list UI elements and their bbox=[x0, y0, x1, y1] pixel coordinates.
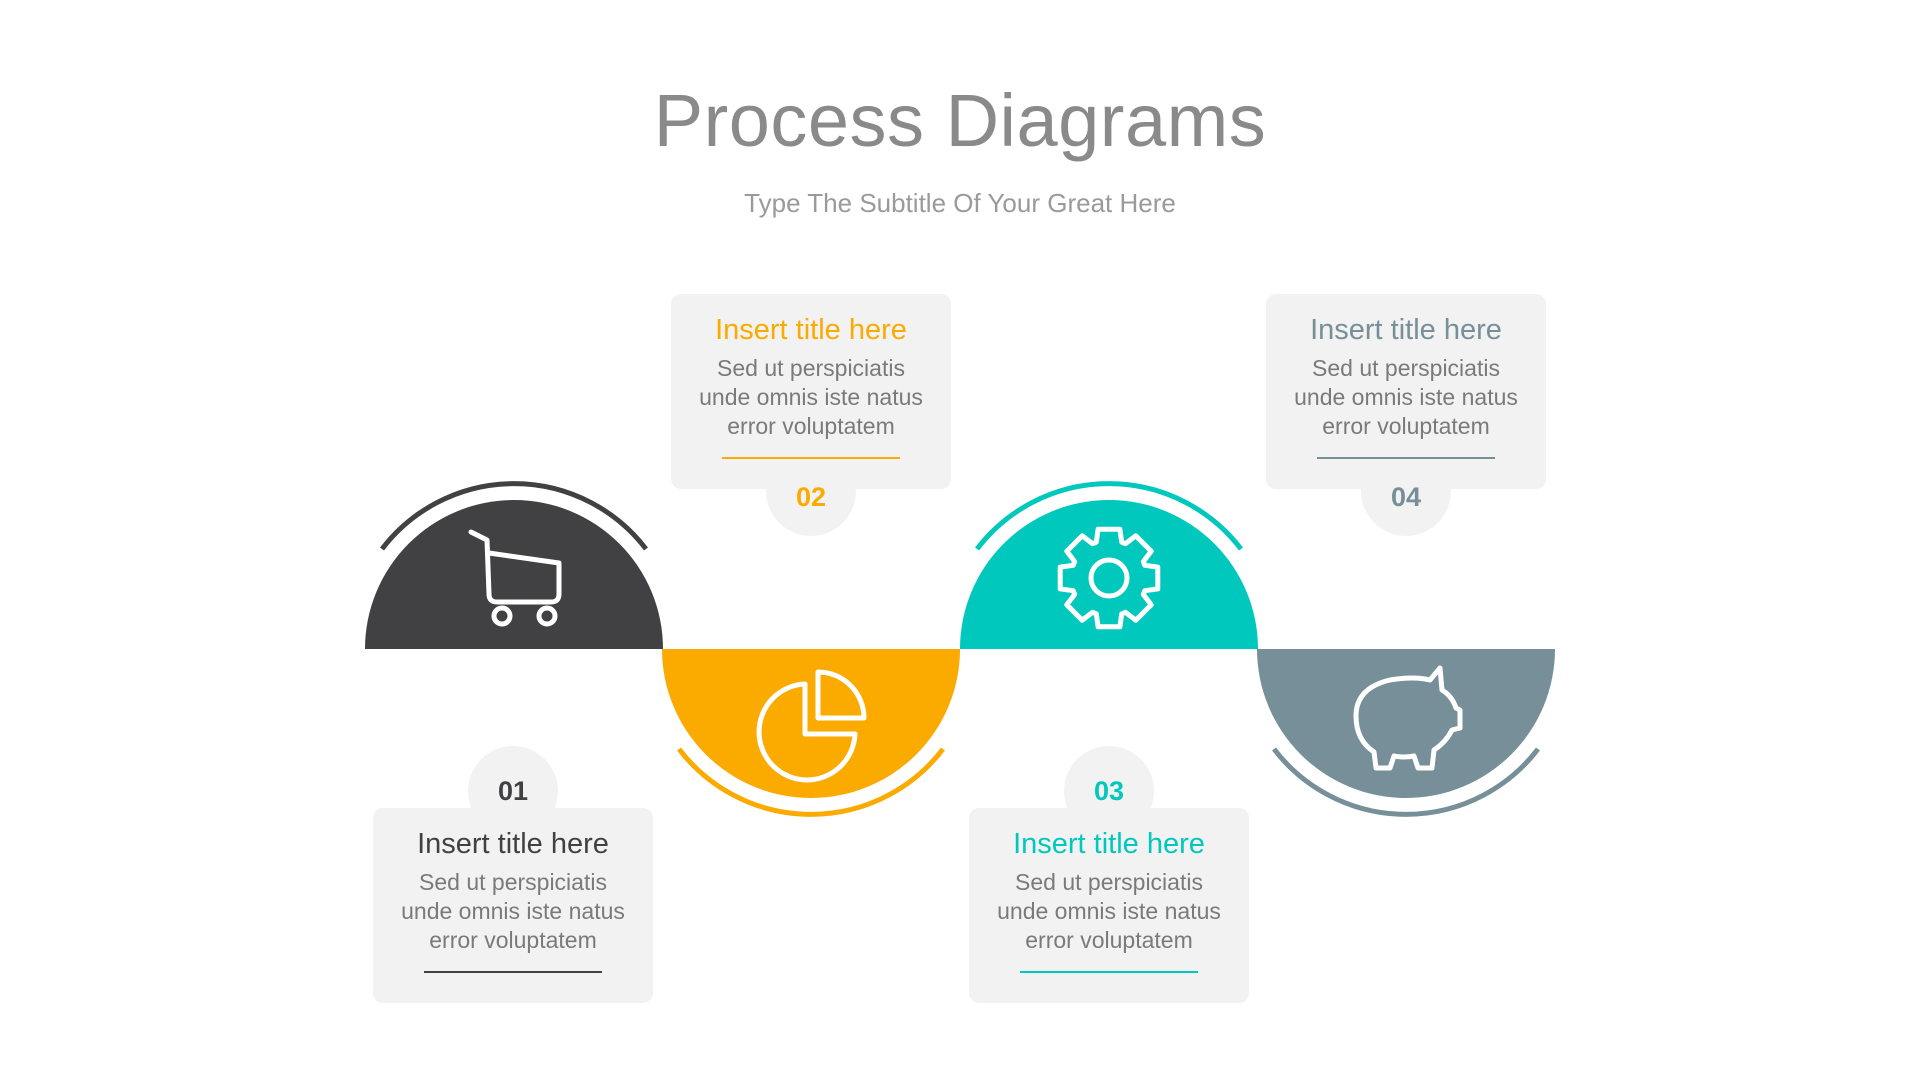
step-3-title: Insert title here bbox=[1013, 828, 1205, 860]
pie-chart-icon bbox=[756, 669, 867, 783]
body-line: unde omnis iste natus bbox=[1294, 384, 1518, 410]
page-subtitle: Type The Subtitle Of Your Great Here bbox=[744, 188, 1176, 218]
body-line: Sed ut perspiciatis bbox=[1312, 355, 1500, 381]
piggy-bank-icon bbox=[1353, 665, 1463, 771]
step-2-shape bbox=[662, 649, 960, 817]
body-line: error voluptatem bbox=[429, 927, 597, 953]
step-3-shape bbox=[960, 481, 1258, 649]
body-line: error voluptatem bbox=[1322, 413, 1490, 439]
step-2-body: Sed ut perspiciatis unde omnis iste natu… bbox=[671, 354, 951, 441]
body-line: unde omnis iste natus bbox=[401, 898, 625, 924]
step-2-title: Insert title here bbox=[715, 314, 907, 346]
step-4-card: Insert title here Sed ut perspiciatis un… bbox=[1266, 294, 1546, 489]
body-line: error voluptatem bbox=[1025, 927, 1193, 953]
step-1-card: Insert title here Sed ut perspiciatis un… bbox=[373, 808, 653, 1003]
gear-icon bbox=[1057, 526, 1161, 630]
step-2-number: 02 bbox=[795, 482, 827, 512]
step-1-number: 01 bbox=[497, 776, 529, 806]
step-1-underline bbox=[424, 971, 602, 973]
step-3-underline bbox=[1020, 971, 1198, 973]
step-1-title: Insert title here bbox=[417, 828, 609, 860]
shopping-cart-icon bbox=[468, 529, 562, 627]
step-4-underline bbox=[1317, 457, 1495, 459]
step-1-shape bbox=[365, 481, 663, 649]
page-title: Process Diagrams bbox=[653, 79, 1267, 162]
step-4-number: 04 bbox=[1390, 482, 1422, 512]
step-3-number: 03 bbox=[1093, 776, 1125, 806]
body-line: unde omnis iste natus bbox=[997, 898, 1221, 924]
step-2-underline bbox=[722, 457, 900, 459]
body-line: Sed ut perspiciatis bbox=[419, 869, 607, 895]
step-3-card: Insert title here Sed ut perspiciatis un… bbox=[969, 808, 1249, 1003]
step-4-body: Sed ut perspiciatis unde omnis iste natu… bbox=[1266, 354, 1546, 441]
step-3-body: Sed ut perspiciatis unde omnis iste natu… bbox=[969, 868, 1249, 955]
body-line: Sed ut perspiciatis bbox=[1015, 869, 1203, 895]
step-4-title: Insert title here bbox=[1310, 314, 1502, 346]
body-line: error voluptatem bbox=[727, 413, 895, 439]
step-1-body: Sed ut perspiciatis unde omnis iste natu… bbox=[373, 868, 653, 955]
step-4-shape bbox=[1257, 649, 1555, 817]
step-2-card: Insert title here Sed ut perspiciatis un… bbox=[671, 294, 951, 489]
body-line: Sed ut perspiciatis bbox=[717, 355, 905, 381]
body-line: unde omnis iste natus bbox=[699, 384, 923, 410]
